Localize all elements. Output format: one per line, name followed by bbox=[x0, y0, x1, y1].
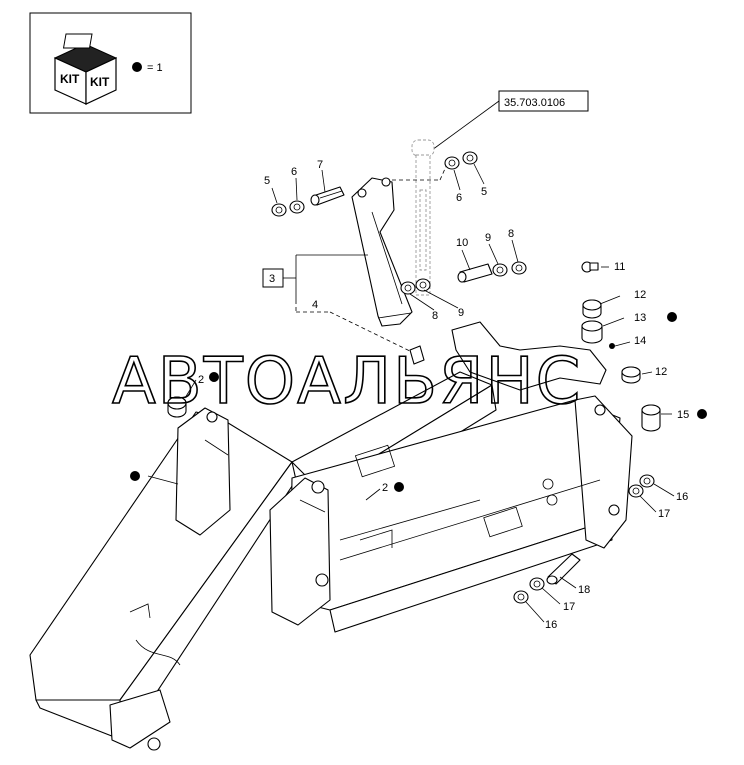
pin-7 bbox=[310, 186, 345, 206]
clip-16-upper bbox=[639, 474, 655, 488]
callout-labels: 5 6 7 6 5 3 10 9 8 11 4 8 9 12 13 14 12 … bbox=[198, 159, 689, 631]
clip-5-left bbox=[271, 203, 287, 217]
washer-17-lower bbox=[529, 577, 545, 591]
kit-legend: KIT KIT = 1 bbox=[29, 12, 192, 114]
callout-12[interactable]: 12 bbox=[655, 366, 667, 378]
bushing-15 bbox=[641, 404, 661, 432]
callout-5[interactable]: 5 bbox=[481, 186, 487, 198]
callout-15[interactable]: 15 bbox=[677, 409, 689, 421]
callout-bracket-3 bbox=[262, 254, 368, 300]
clip-8-left bbox=[400, 281, 416, 295]
callout-3[interactable]: 3 bbox=[269, 273, 275, 285]
callout-18[interactable]: 18 bbox=[578, 584, 590, 596]
callout-2[interactable]: 2 bbox=[382, 482, 388, 494]
kit-box-icon: KIT KIT bbox=[53, 33, 118, 105]
callout-4[interactable]: 4 bbox=[312, 299, 318, 311]
callout-8[interactable]: 8 bbox=[432, 310, 438, 322]
callout-9[interactable]: 9 bbox=[458, 307, 464, 319]
callout-5[interactable]: 5 bbox=[264, 175, 270, 187]
washer-6-left bbox=[289, 200, 305, 214]
grease-nipple-14 bbox=[609, 343, 615, 349]
callout-6[interactable]: 6 bbox=[291, 166, 297, 178]
callout-17[interactable]: 17 bbox=[563, 601, 575, 613]
main-frame bbox=[29, 321, 633, 751]
kit-dot-icon bbox=[209, 372, 219, 382]
callout-6[interactable]: 6 bbox=[456, 192, 462, 204]
washer-9-right bbox=[492, 263, 508, 277]
bushing-2-left bbox=[167, 396, 187, 418]
bolt-11 bbox=[581, 261, 599, 273]
kit-dot-icon bbox=[130, 471, 140, 481]
pin-18 bbox=[546, 553, 581, 585]
callout-12[interactable]: 12 bbox=[634, 289, 646, 301]
callout-9[interactable]: 9 bbox=[485, 232, 491, 244]
clip-5-right bbox=[462, 151, 478, 165]
callout-16[interactable]: 16 bbox=[676, 491, 688, 503]
washer-9-left bbox=[415, 278, 431, 292]
kit-dot-icon bbox=[394, 482, 404, 492]
kit-label-left: KIT bbox=[60, 72, 80, 86]
callout-11[interactable]: 11 bbox=[614, 261, 625, 273]
washer-17-upper bbox=[628, 484, 644, 498]
link-arm bbox=[351, 177, 413, 327]
watermark: АВТОАЛЬЯНС bbox=[112, 345, 582, 419]
callout-7[interactable]: 7 bbox=[317, 159, 323, 171]
clip-16-lower bbox=[513, 590, 529, 604]
bushing-12-bottom bbox=[621, 366, 641, 384]
reference-box[interactable]: 35.703.0106 bbox=[431, 90, 589, 151]
callout-2[interactable]: 2 bbox=[198, 374, 204, 386]
bushing-12-top bbox=[582, 299, 602, 319]
callout-14[interactable]: 14 bbox=[634, 335, 646, 347]
kit-dot-icon bbox=[697, 409, 707, 419]
kit-dot-equals: = 1 bbox=[147, 62, 163, 74]
callout-17[interactable]: 17 bbox=[658, 508, 670, 520]
washer-6-right bbox=[444, 156, 460, 170]
leader-lines bbox=[147, 163, 675, 623]
ghost-cylinder bbox=[378, 139, 449, 296]
bushing-13 bbox=[581, 320, 603, 344]
pin-10 bbox=[457, 263, 493, 283]
kit-label-right: KIT bbox=[90, 75, 110, 89]
callout-16[interactable]: 16 bbox=[545, 619, 557, 631]
callout-8[interactable]: 8 bbox=[508, 228, 514, 240]
callout-10[interactable]: 10 bbox=[456, 237, 468, 249]
kit-dot-icon bbox=[667, 312, 677, 322]
reference-number: 35.703.0106 bbox=[504, 97, 565, 109]
clip-8-right bbox=[511, 261, 527, 275]
callout-13[interactable]: 13 bbox=[634, 312, 646, 324]
kit-dots bbox=[130, 312, 707, 492]
kit-dot-icon bbox=[132, 62, 142, 72]
